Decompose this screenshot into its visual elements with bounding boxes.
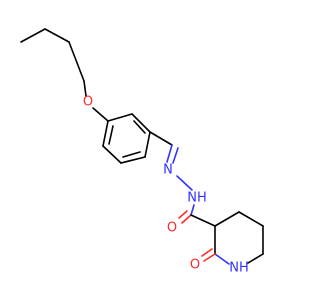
molecule-structure: O N NH O O NH	[20, 28, 264, 276]
bond-n-nh	[176, 175, 193, 191]
ring-bond-2	[131, 113, 151, 133]
ring-bond-4	[120, 156, 146, 164]
bond-lactam-co-2	[201, 248, 213, 257]
ring-bond-3	[144, 131, 151, 158]
bond-c4-o	[83, 80, 87, 97]
ring-double-1	[133, 120, 146, 134]
bond-carbonyl-c3	[190, 214, 216, 227]
bond-c2-c3	[44, 28, 70, 43]
bond-nh-carbonyl	[190, 204, 195, 216]
atom-n-imine: N	[163, 163, 173, 178]
atom-o-amide: O	[167, 221, 177, 236]
bond-ring-ch	[149, 131, 173, 146]
atom-nh-lactam: NH	[229, 261, 249, 276]
bond-o-ring	[92, 107, 109, 122]
ring-bond-1	[107, 113, 133, 122]
atom-o-ether: O	[83, 95, 93, 110]
pip-bond-5	[214, 253, 230, 265]
atom-o-lactam: O	[190, 258, 200, 273]
ring-double-2	[122, 151, 141, 158]
bond-co-1	[181, 214, 192, 224]
ring-bond-6	[102, 120, 109, 147]
pip-bond-1	[214, 211, 240, 227]
structure-canvas: O N NH O O NH	[20, 28, 264, 276]
pip-bond-2	[238, 211, 264, 227]
bond-c3-c4	[68, 41, 85, 82]
pip-bond-4	[247, 253, 264, 264]
bond-ch-n	[166, 144, 173, 163]
atom-nh-hydrazide: NH	[187, 191, 207, 206]
bond-c1-c2	[20, 28, 46, 43]
ring-bond-5	[102, 145, 122, 164]
bond-ch-n-double	[172, 147, 179, 164]
bond-lactam-co-1	[203, 253, 216, 262]
bond-co-2	[178, 210, 188, 219]
ring-double-3	[108, 125, 114, 145]
